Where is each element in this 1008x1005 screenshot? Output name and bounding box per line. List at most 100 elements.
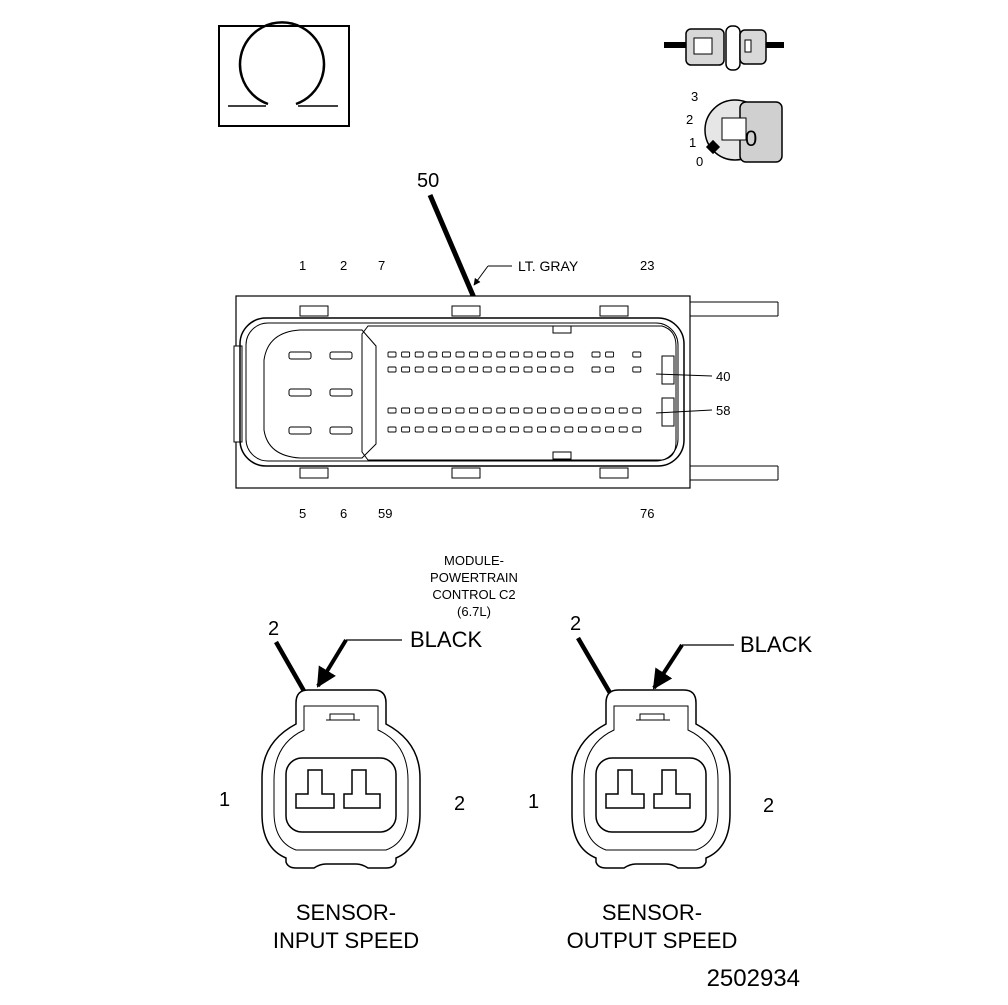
pcm-pin-cavity xyxy=(632,351,642,358)
pcm-pin-cavity xyxy=(537,366,547,373)
pcm-pin-cavity xyxy=(632,426,642,433)
output-sensor-pin-1: 1 xyxy=(528,791,539,813)
pcm-title-line-3: CONTROL C2 xyxy=(432,587,515,602)
pcm-pin-cavity xyxy=(591,366,601,373)
pcm-pin-cavity xyxy=(605,351,615,358)
output-sensor-callout-pin: 2 xyxy=(570,613,581,635)
pcm-pin-cavity xyxy=(577,407,587,414)
pcm-pin-cavity xyxy=(414,407,424,414)
pcm-pin-cavity xyxy=(428,366,438,373)
pcm-title-line-1: MODULE- xyxy=(444,553,504,568)
output-sensor-title-line-1: SENSOR- xyxy=(602,900,702,925)
pcm-pin-cavity xyxy=(387,426,397,433)
output-sensor-color-label: BLACK xyxy=(740,632,812,657)
pcm-pin-cavity xyxy=(632,407,642,414)
pcm-pin-cavity xyxy=(496,351,506,358)
pcm-pin-cavity xyxy=(550,351,560,358)
pcm-pin-cavity xyxy=(482,426,492,433)
pcm-pin-cavity xyxy=(591,351,601,358)
pcm-pin-cavity xyxy=(482,407,492,414)
input-sensor-pin-2: 2 xyxy=(454,793,465,815)
key-position-1: 1 xyxy=(689,135,696,150)
pcm-pin-cavity xyxy=(591,407,601,414)
input-sensor-title-line-1: SENSOR- xyxy=(296,900,396,925)
pcm-pin-cavity xyxy=(523,366,533,373)
pcm-pin-cavity xyxy=(523,407,533,414)
pcm-pin-cavity xyxy=(605,426,615,433)
pcm-pin-cavity xyxy=(509,351,519,358)
input-sensor-callout-pin: 2 xyxy=(268,618,279,640)
pcm-pin-cavity xyxy=(414,351,424,358)
key-position-0: 0 xyxy=(696,154,703,169)
pcm-pin-cavity xyxy=(482,366,492,373)
pcm-pin-cavity xyxy=(441,366,451,373)
pcm-pin-cavity xyxy=(537,407,547,414)
pcm-side-pin-58: 58 xyxy=(716,403,730,418)
pcm-pin-grid xyxy=(387,351,642,433)
pcm-pin-cavity xyxy=(523,351,533,358)
pcm-pin-cavity xyxy=(455,351,465,358)
pcm-top-pin-23: 23 xyxy=(640,258,654,273)
pcm-pin-cavity xyxy=(469,351,479,358)
pcm-pin-cavity xyxy=(387,366,397,373)
pcm-pin-cavity xyxy=(496,407,506,414)
pcm-pin-cavity xyxy=(469,407,479,414)
pcm-pin-cavity xyxy=(618,407,628,414)
pcm-pin-cavity xyxy=(401,426,411,433)
input-speed-sensor-connector: 2 BLACK 1 2 SENSOR- INPUT SPEED xyxy=(219,618,482,953)
pcm-c2-connector: 50 LT. GRAY 1 2 7 23 xyxy=(233,170,779,619)
pcm-pin-cavity xyxy=(591,426,601,433)
pcm-pin-cavity xyxy=(455,426,465,433)
output-sensor-title-line-2: OUTPUT SPEED xyxy=(567,928,738,953)
pcm-pin-cavity xyxy=(564,426,574,433)
pcm-pin-cavity xyxy=(401,351,411,358)
pcm-title-line-2: POWERTRAIN xyxy=(430,570,518,585)
pcm-pin-cavity xyxy=(564,351,574,358)
pcm-pin-cavity xyxy=(455,407,465,414)
key-position-2: 2 xyxy=(686,112,693,127)
input-sensor-pin-1: 1 xyxy=(219,789,230,811)
pcm-pin-cavity xyxy=(455,366,465,373)
pcm-pin-cavity xyxy=(632,366,642,373)
input-sensor-title-line-2: INPUT SPEED xyxy=(273,928,419,953)
pcm-pin-cavity xyxy=(441,407,451,414)
pcm-pin-cavity xyxy=(401,366,411,373)
pcm-pin-cavity xyxy=(414,366,424,373)
drawing-number: 2502934 xyxy=(707,965,800,992)
pcm-pin-cavity xyxy=(428,351,438,358)
pcm-top-pin-1: 1 xyxy=(299,258,306,273)
pcm-pin-cavity xyxy=(605,366,615,373)
pcm-pin-cavity xyxy=(509,426,519,433)
pcm-bottom-pin-59: 59 xyxy=(378,506,392,521)
pcm-bottom-pin-76: 76 xyxy=(640,506,654,521)
pcm-pin-cavity xyxy=(387,351,397,358)
pcm-top-pin-2: 2 xyxy=(340,258,347,273)
pcm-color-label: LT. GRAY xyxy=(518,258,579,274)
pcm-pin-cavity xyxy=(401,407,411,414)
pcm-pin-cavity xyxy=(577,426,587,433)
pcm-pin-cavity xyxy=(537,426,547,433)
pcm-bottom-pin-5: 5 xyxy=(299,506,306,521)
ignition-key-icon: 3 2 1 0 0 xyxy=(686,89,783,169)
pcm-pin-cavity xyxy=(428,426,438,433)
pcm-pin-cavity xyxy=(469,426,479,433)
pcm-pin-cavity xyxy=(564,407,574,414)
pcm-top-pin-7: 7 xyxy=(378,258,385,273)
pcm-pin-cavity xyxy=(496,366,506,373)
ohmmeter-icon xyxy=(218,21,350,127)
pcm-pin-cavity xyxy=(482,351,492,358)
pcm-pin-cavity xyxy=(441,351,451,358)
pcm-pin-cavity xyxy=(509,366,519,373)
pcm-side-pin-40: 40 xyxy=(716,369,730,384)
pcm-pin-cavity xyxy=(523,426,533,433)
pcm-title-line-4: (6.7L) xyxy=(457,604,491,619)
pcm-pin-cavity xyxy=(496,426,506,433)
pcm-pin-cavity xyxy=(605,407,615,414)
pcm-pin-cavity xyxy=(414,426,424,433)
pcm-bottom-pin-6: 6 xyxy=(340,506,347,521)
pcm-pin-cavity xyxy=(428,407,438,414)
pcm-pin-cavity xyxy=(441,426,451,433)
pcm-pin-cavity xyxy=(550,366,560,373)
